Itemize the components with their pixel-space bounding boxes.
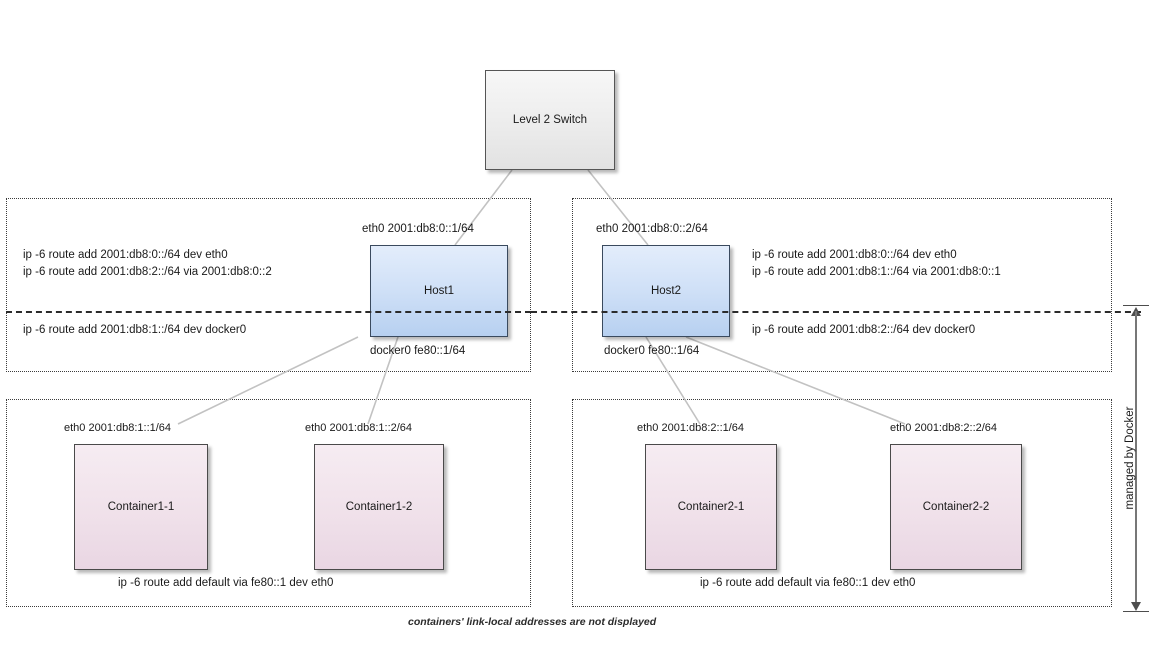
host2-route-remote: ip -6 route add 2001:db8:1::/64 via 2001… <box>752 266 1001 278</box>
host2-label: Host2 <box>650 285 682 297</box>
host2-eth0-label: eth0 2001:db8:0::2/64 <box>596 223 708 235</box>
container-group-1-route: ip -6 route add default via fe80::1 dev … <box>118 577 334 589</box>
container2-1-node[interactable]: Container2-1 <box>645 444 777 570</box>
container1-2-node[interactable]: Container1-2 <box>314 444 444 570</box>
container2-2-label: Container2-2 <box>922 501 990 513</box>
arrow-stem <box>1135 311 1137 607</box>
container2-2-node[interactable]: Container2-2 <box>890 444 1022 570</box>
container2-2-eth0-label: eth0 2001:db8:2::2/64 <box>890 422 998 434</box>
switch-node[interactable]: Level 2 Switch <box>485 70 615 170</box>
host2-route-eth0: ip -6 route add 2001:db8:0::/64 dev eth0 <box>752 249 957 261</box>
container1-1-label: Container1-1 <box>107 501 175 513</box>
host1-route-remote: ip -6 route add 2001:db8:2::/64 via 2001… <box>23 266 272 278</box>
container1-2-eth0-label: eth0 2001:db8:1::2/64 <box>305 422 413 434</box>
switch-label: Level 2 Switch <box>512 114 588 126</box>
host1-docker0-label: docker0 fe80::1/64 <box>370 345 466 357</box>
host2-docker0-label: docker0 fe80::1/64 <box>604 345 700 357</box>
managed-by-docker-label: managed by Docker <box>1124 406 1136 510</box>
host2-kernel-separator <box>531 311 1141 313</box>
host1-node[interactable]: Host1 <box>370 245 508 337</box>
host1-kernel-separator <box>6 311 531 313</box>
host1-route-docker0: ip -6 route add 2001:db8:1::/64 dev dock… <box>23 324 247 336</box>
host2-route-docker0: ip -6 route add 2001:db8:2::/64 dev dock… <box>752 324 976 336</box>
container2-1-eth0-label: eth0 2001:db8:2::1/64 <box>637 422 745 434</box>
container1-1-eth0-label: eth0 2001:db8:1::1/64 <box>64 422 172 434</box>
container2-1-label: Container2-1 <box>677 501 745 513</box>
arrow-cap-top <box>1123 305 1149 306</box>
container1-2-label: Container1-2 <box>345 501 413 513</box>
container1-1-node[interactable]: Container1-1 <box>74 444 208 570</box>
managed-by-docker-arrow <box>1120 305 1152 613</box>
arrow-cap-bottom <box>1123 611 1149 612</box>
host2-node[interactable]: Host2 <box>602 245 730 337</box>
container-group-2-route: ip -6 route add default via fe80::1 dev … <box>700 577 916 589</box>
host1-label: Host1 <box>423 285 455 297</box>
host1-eth0-label: eth0 2001:db8:0::1/64 <box>362 223 474 235</box>
host1-route-eth0: ip -6 route add 2001:db8:0::/64 dev eth0 <box>23 249 228 261</box>
arrow-head-down-icon <box>1131 602 1141 611</box>
diagram-caption: containers' link-local addresses are not… <box>408 616 657 628</box>
